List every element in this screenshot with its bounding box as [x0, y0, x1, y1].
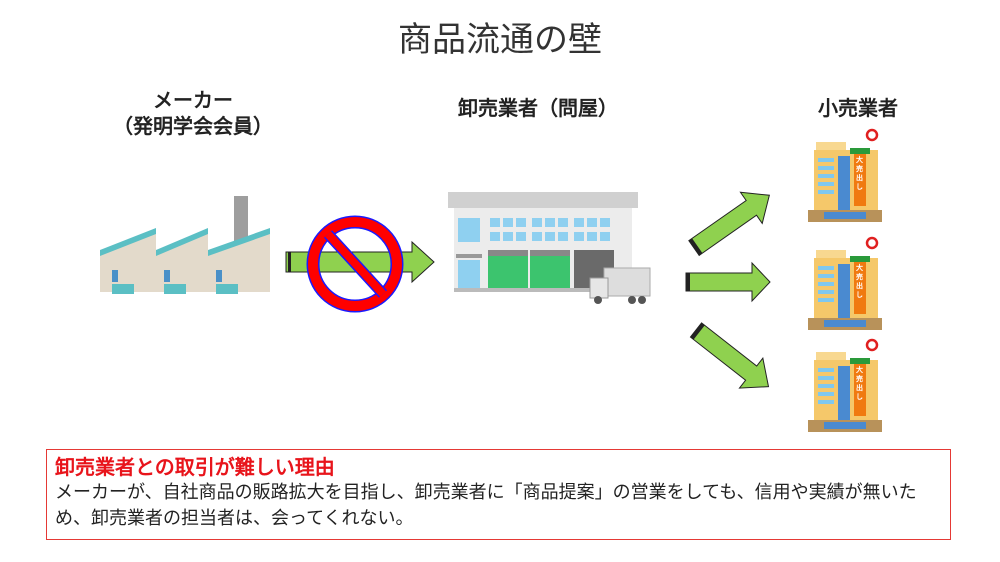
- wholesaler-label: 卸売業者（問屋）: [458, 96, 618, 120]
- store-icon: [808, 236, 882, 330]
- store-icon: [808, 128, 882, 222]
- warehouse-icon: [448, 192, 651, 304]
- reason-body: メーカーが、自社商品の販路拡大を目指し、卸売業者に「商品提案」の営業をしても、信…: [55, 482, 917, 529]
- arrow-up-right: [688, 191, 770, 257]
- distribution-arrows: [685, 191, 771, 389]
- store-sign: 大売出し: [856, 264, 863, 299]
- store-sign: 大売出し: [856, 366, 863, 401]
- reason-heading: 卸売業者との取引が難しい理由: [55, 455, 335, 479]
- retailer-label: 小売業者: [818, 96, 898, 120]
- factory-icon: [100, 196, 270, 294]
- prohibited-icon: [306, 215, 404, 313]
- reason-box: 卸売業者との取引が難しい理由 メーカーが、自社商品の販路拡大を目指し、卸売業者に…: [46, 449, 951, 540]
- store-sign: 大売出し: [856, 156, 863, 191]
- arrow-down-right: [689, 322, 770, 389]
- page-title: 商品流通の壁: [398, 20, 602, 60]
- maker-label: メーカー: [153, 88, 233, 112]
- arrow-right: [685, 261, 771, 303]
- store-icon: [808, 338, 882, 432]
- maker-sublabel: （発明学会会員）: [113, 114, 273, 138]
